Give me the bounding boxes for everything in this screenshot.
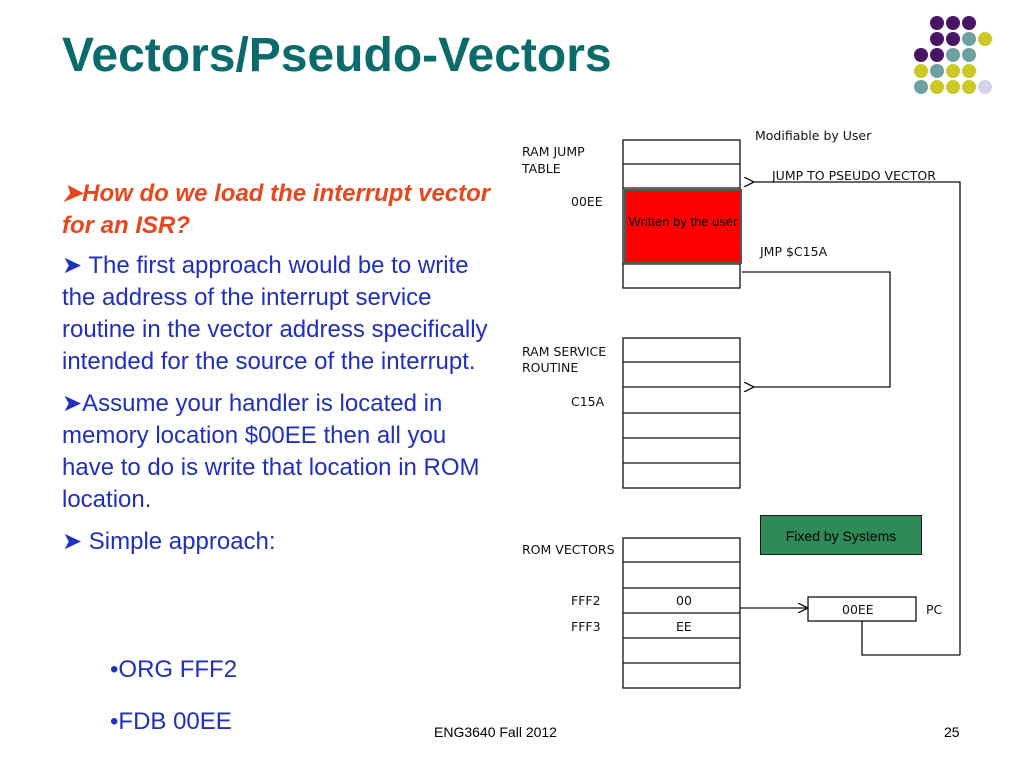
- jump-to-pseudo-label: JUMP TO PSEUDO VECTOR: [771, 168, 936, 183]
- addr-fff2: FFF2: [571, 593, 601, 608]
- dot: [914, 48, 928, 62]
- ram-service-label-1: RAM SERVICE: [522, 344, 606, 359]
- ram-jump-table-label-1: RAM JUMP: [522, 144, 585, 159]
- dot: [946, 32, 960, 46]
- question-bullet: ➤How do we load the interrupt vector for…: [62, 178, 492, 242]
- pc-value: 00EE: [842, 602, 874, 617]
- dot: [962, 32, 976, 46]
- rom-vectors-label: ROM VECTORS: [522, 542, 615, 557]
- written-by-user-callout: Written by the user: [624, 189, 742, 264]
- bullet-2-text: Assume your handler is located in memory…: [62, 390, 480, 513]
- arrow-bullet-icon: ➤: [62, 252, 83, 279]
- dot: [946, 80, 960, 94]
- jmp-to-service-arrow: [742, 271, 891, 387]
- dot: [946, 48, 960, 62]
- dot: [930, 32, 944, 46]
- addr-00ee: 00EE: [571, 194, 603, 209]
- dot: [962, 80, 976, 94]
- dot: [946, 16, 960, 30]
- vector-value-ee: EE: [676, 619, 692, 634]
- question-text: How do we load the interrupt vector for …: [62, 180, 491, 239]
- dot: [962, 48, 976, 62]
- code-line-fdb: •FDB 00EE: [110, 708, 232, 735]
- dot: [930, 64, 944, 78]
- bullet-1: ➤ The first approach would be to write t…: [62, 250, 492, 378]
- dot: [930, 80, 944, 94]
- addr-fff3: FFF3: [571, 619, 601, 634]
- fixed-by-systems-callout: Fixed by Systems: [760, 515, 922, 555]
- arrow-bullet-icon: ➤: [62, 390, 83, 417]
- dot: [914, 64, 928, 78]
- jmp-label: JMP $C15A: [759, 244, 828, 259]
- ram-service-label-2: ROUTINE: [522, 360, 578, 375]
- bullet-1-text: The first approach would be to write the…: [62, 252, 488, 375]
- pc-label: PC: [926, 602, 943, 617]
- vector-diagram: Modifiable by User RAM JUMP TABLE 00EE J…: [521, 128, 961, 689]
- dot: [962, 64, 976, 78]
- dot: [914, 80, 928, 94]
- vector-value-00: 00: [676, 593, 692, 608]
- dot: [978, 32, 992, 46]
- modifiable-label: Modifiable by User: [755, 128, 872, 143]
- dot: [930, 16, 944, 30]
- jump-to-pseudo-arrow: [754, 182, 961, 655]
- code-line-org: •ORG FFF2: [110, 656, 238, 683]
- arrow-bullet-icon: ➤: [62, 180, 83, 207]
- dot: [946, 64, 960, 78]
- footer-course: ENG3640 Fall 2012: [434, 724, 557, 740]
- bullet-2: ➤Assume your handler is located in memor…: [62, 388, 492, 516]
- page-number: 25: [944, 724, 960, 740]
- bullet-3: ➤ Simple approach:: [62, 526, 492, 558]
- dot: [962, 16, 976, 30]
- arrow-bullet-icon: ➤: [62, 528, 83, 555]
- ram-jump-table-label-2: TABLE: [521, 161, 561, 176]
- addr-c15a: C15A: [571, 394, 605, 409]
- bullet-3-text: Simple approach:: [88, 528, 276, 555]
- slide-title: Vectors/Pseudo-Vectors: [62, 29, 612, 82]
- dot: [930, 48, 944, 62]
- slide-body: ➤How do we load the interrupt vector for…: [62, 178, 492, 558]
- pc-loop-line: [861, 621, 960, 656]
- dot: [978, 80, 992, 94]
